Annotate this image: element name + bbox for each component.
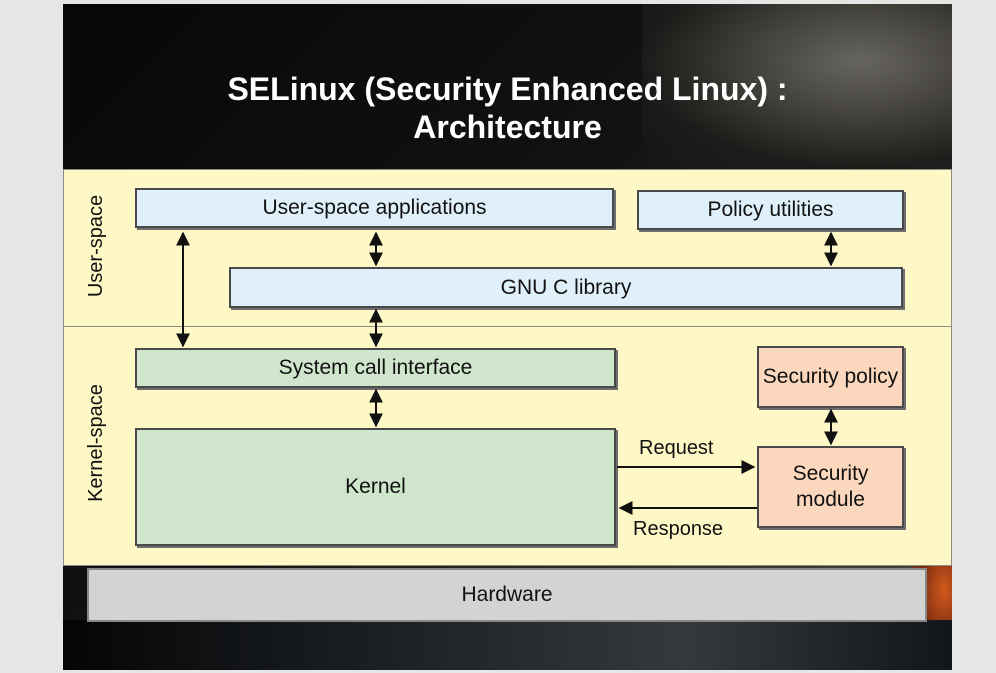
background-rock-texture (642, 4, 952, 169)
request-label: Request (639, 437, 714, 459)
gnu-c-library-box: GNU C library (229, 267, 903, 308)
security-module-box: Security module (757, 446, 904, 528)
slide-title: SELinux (Security Enhanced Linux) : Arch… (63, 70, 952, 146)
kernel-box: Kernel (135, 428, 616, 546)
background-water-texture (63, 620, 952, 670)
response-label: Response (633, 518, 724, 540)
title-line-1: SELinux (Security Enhanced Linux) : (227, 71, 788, 107)
connector-arrows (176, 231, 838, 515)
policy-utilities-box: Policy utilities (637, 190, 904, 230)
user-space-applications-box: User-space applications (135, 188, 614, 228)
security-policy-box: Security policy (757, 346, 904, 408)
hardware-box: Hardware (87, 568, 927, 622)
slide-background: SELinux (Security Enhanced Linux) : Arch… (63, 4, 952, 670)
system-call-interface-box: System call interface (135, 348, 616, 388)
title-line-2: Architecture (413, 109, 602, 145)
